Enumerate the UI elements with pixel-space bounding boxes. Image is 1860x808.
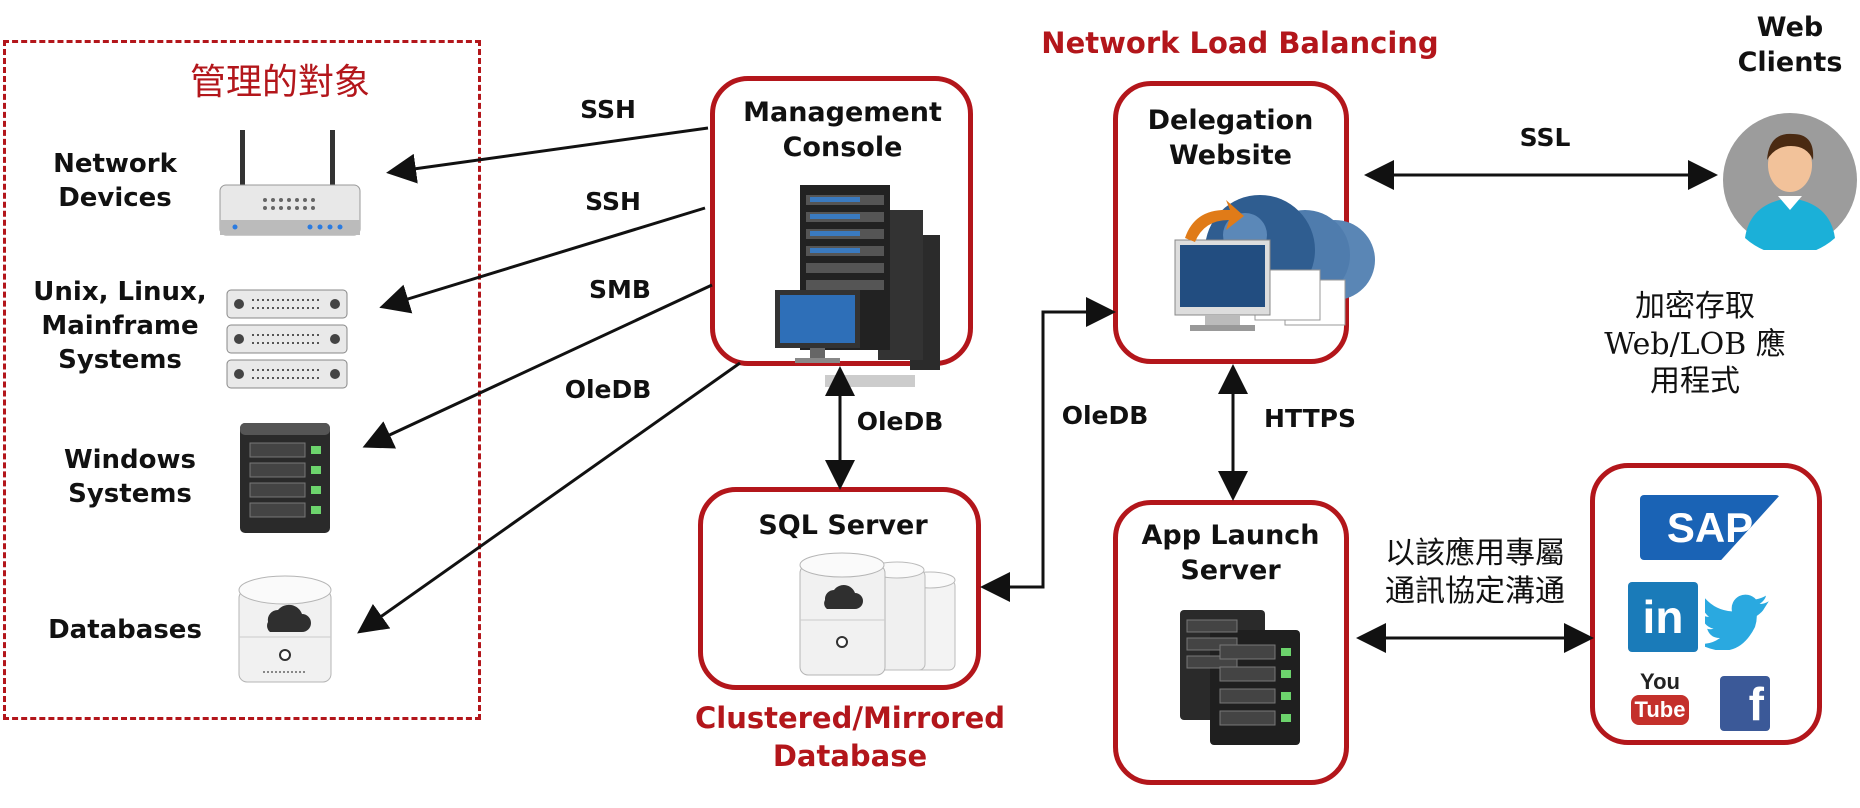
network-devices-label: Network Devices [53, 149, 177, 213]
app-launch-server-icon [1180, 610, 1300, 745]
sql-database-cluster-icon [799, 552, 956, 676]
unix-systems-label: Unix, Linux, Mainframe Systems [33, 277, 207, 375]
twitter-bird-icon [1705, 594, 1769, 650]
ssh-label-1: SSH [580, 95, 636, 124]
clustered-database-caption: Clustered/Mirrored Database [694, 701, 1006, 773]
router-icon [219, 130, 361, 236]
oledb-left-label: OleDB [564, 375, 652, 404]
server-cluster-icon [775, 185, 940, 387]
facebook-logo-icon: f [1720, 676, 1770, 731]
oledb-sql-web-label: OleDB [1061, 401, 1149, 430]
web-globe-servers-icon [1174, 195, 1375, 331]
dedicated-protocol-note: 以該應用專屬 通訊協定溝通 [1385, 536, 1565, 609]
tower-server-icon [240, 423, 330, 533]
linkedin-logo-icon: in [1628, 582, 1698, 652]
user-avatar-icon [1723, 113, 1857, 250]
windows-systems-label: Windows Systems [63, 445, 197, 509]
ssl-label: SSL [1519, 123, 1571, 152]
web-clients-label: Web Clients [1737, 12, 1843, 79]
sql-server-label: SQL Server [758, 510, 928, 541]
database-cloud-icon [238, 575, 332, 683]
management-console-label: Management Console [743, 97, 942, 164]
delegation-website-label: Delegation Website [1147, 105, 1314, 172]
network-load-balancing-title: Network Load Balancing [1041, 26, 1439, 60]
sql-delegation-arrow [980, 297, 1116, 602]
https-label: HTTPS [1264, 404, 1356, 433]
youtube-you-text: You [1640, 669, 1680, 694]
youtube-logo-icon: You Tube [1630, 662, 1690, 732]
app-launch-server-label: App Launch Server [1141, 520, 1320, 587]
ssh-label-2: SSH [585, 187, 641, 216]
smb-label: SMB [589, 275, 651, 304]
databases-label: Databases [48, 615, 202, 645]
rack-server-icon [226, 289, 348, 389]
managed-objects-title: 管理的對象 [189, 62, 370, 103]
oledb-console-sql-label: OleDB [856, 407, 944, 436]
youtube-tube-text: Tube [1630, 695, 1690, 725]
encrypted-access-note: 加密存取 Web/LOB 應 用程式 [1604, 289, 1786, 399]
